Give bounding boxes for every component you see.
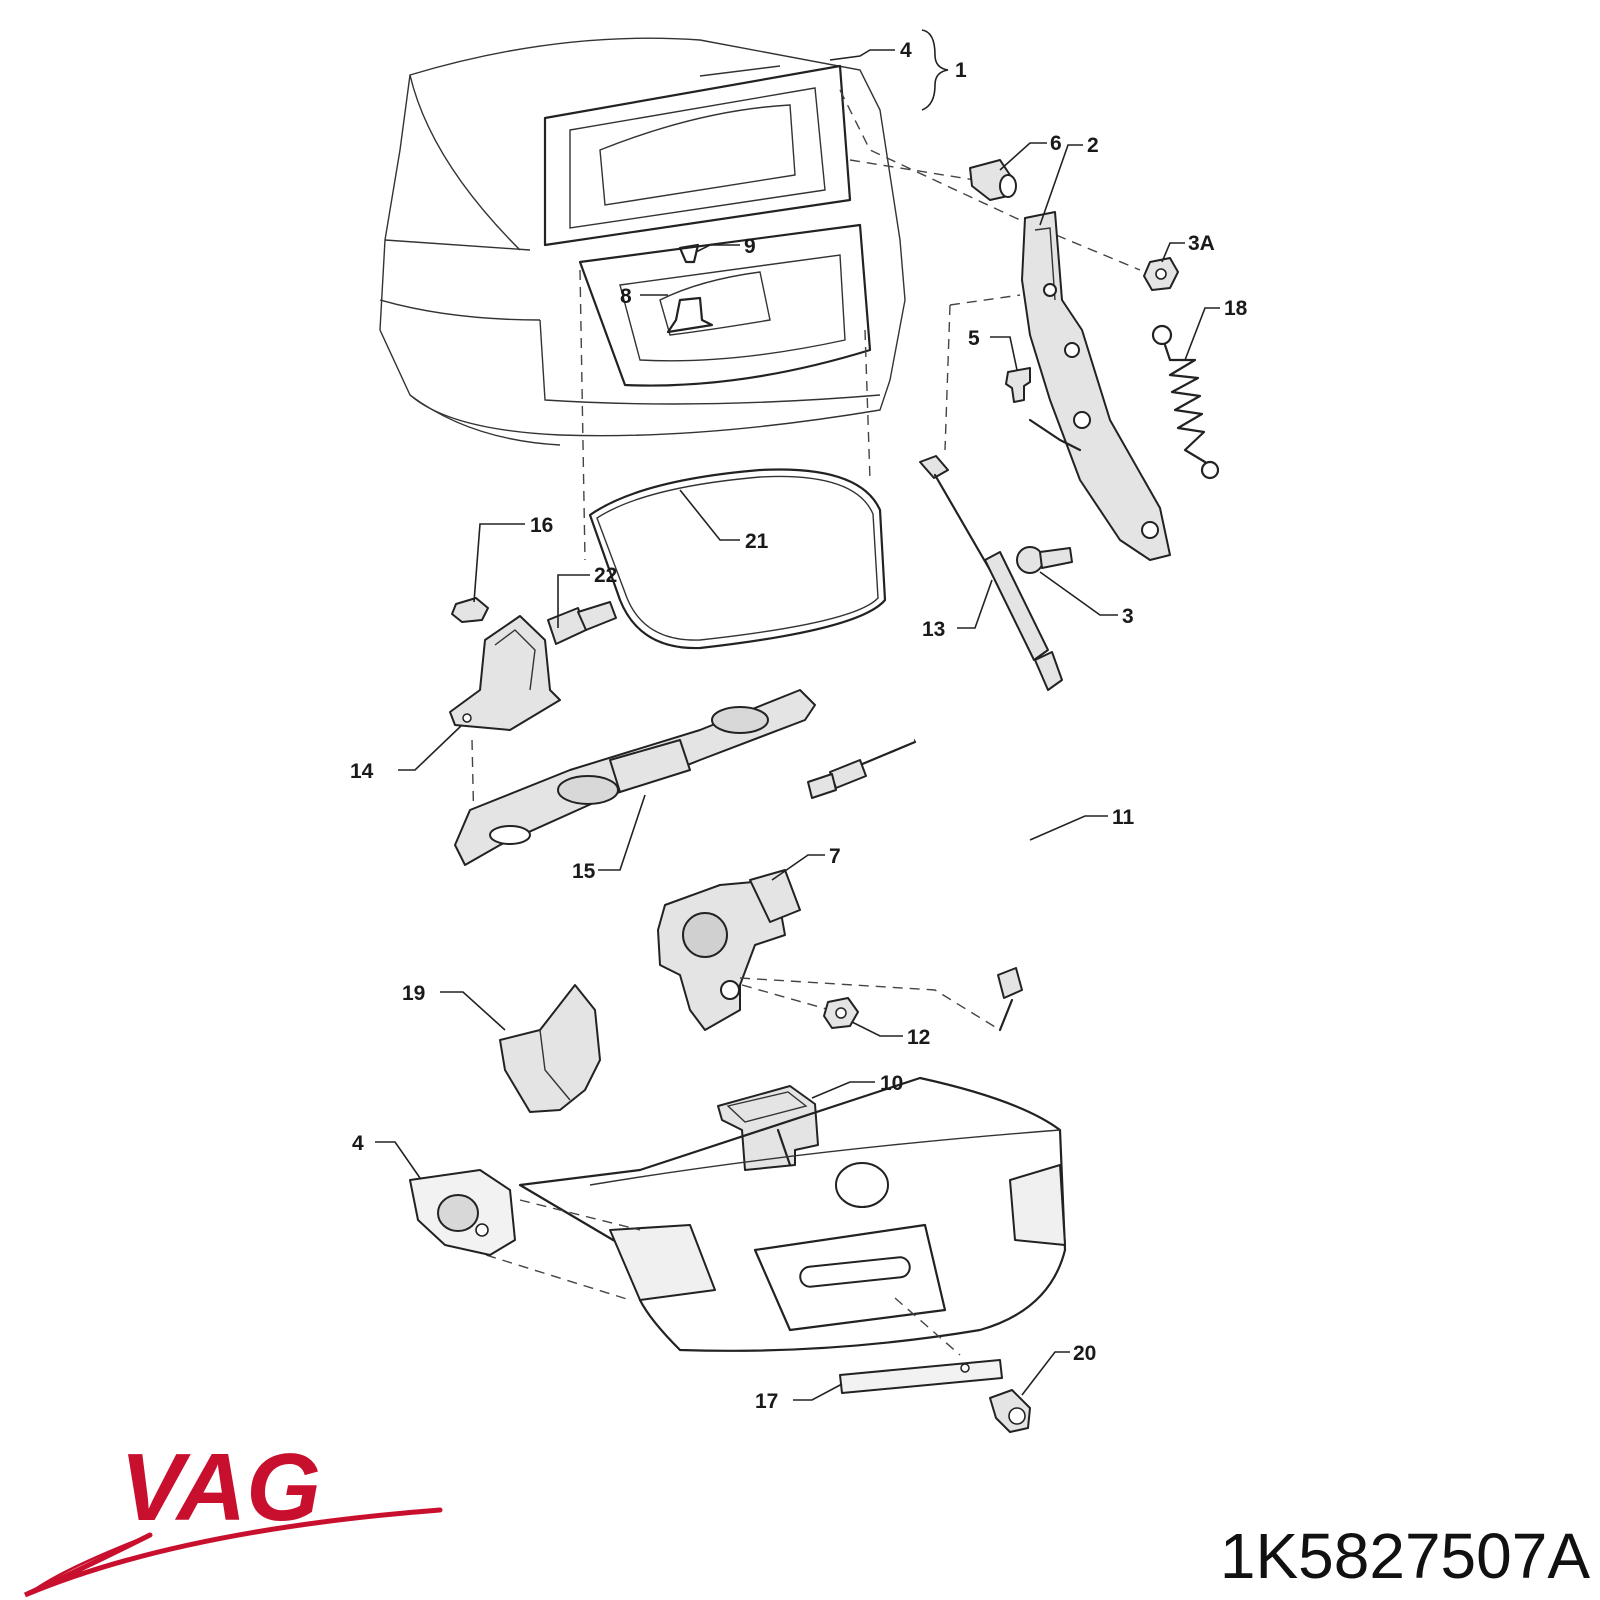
part-18-plug (989, 1389, 1031, 1433)
dashed-guide-plate (894, 1297, 961, 1356)
part-19-lock-cover (499, 984, 601, 1113)
part-11-release-cable (807, 722, 1027, 1032)
dashed-guide-lock-cable (739, 977, 1001, 1031)
dashed-guide-lock-nut (741, 984, 831, 1011)
part-9-screw (678, 243, 700, 264)
trunk-lid-open (543, 64, 852, 247)
callout-5: 5 (968, 327, 980, 350)
callout-3a: 3A (1188, 232, 1215, 255)
callout-21: 21 (745, 530, 769, 553)
vag-logo-text: VAG (120, 1434, 321, 1541)
vag-logo-swoosh (23, 1507, 443, 1598)
part-13-gas-strut (919, 455, 1063, 691)
trunk-opening (578, 223, 872, 387)
part-5-clip (1005, 367, 1031, 403)
part-3a-nut (1143, 257, 1179, 291)
trunk-lid-exterior (518, 1076, 1067, 1352)
part-6-buffer (969, 159, 1017, 201)
callout-16: 16 (530, 514, 553, 537)
callout-15: 15 (572, 860, 596, 883)
part-12-nut (823, 997, 859, 1029)
callout-3: 3 (1122, 605, 1134, 628)
callout-4-bottom: 4 (352, 1132, 364, 1155)
callout-6: 6 (1050, 132, 1062, 155)
dashed-guide-seal-right (864, 329, 871, 481)
callout-8: 8 (620, 285, 632, 308)
callout-13: 13 (922, 618, 945, 641)
callout-9: 9 (744, 235, 756, 258)
vag-logo: VAG (23, 1434, 443, 1598)
callout-11: 11 (1112, 806, 1135, 829)
callout-4-top: 4 (900, 39, 912, 62)
dashed-guide-seal-left (579, 269, 586, 561)
leader-lines (375, 29, 1220, 1401)
part-15-handle-bar (454, 689, 816, 866)
dashed-guide-taillight (469, 1199, 641, 1301)
callout-22: 22 (594, 564, 617, 587)
callout-1: 1 (955, 59, 967, 82)
part-14-latch-bracket (449, 615, 561, 731)
callout-18: 20 (1073, 1342, 1096, 1365)
part-8-trunk-handle (666, 296, 714, 334)
part-number: 1K5827507A (1220, 1520, 1590, 1592)
callout-labels: 4 1 2 6 3A 18 5 9 8 16 22 21 3 13 14 15 … (350, 39, 1248, 1413)
callout-14: 14 (350, 760, 374, 783)
callout-10: 10 (880, 1072, 903, 1095)
part-21-trunk-seal (588, 468, 887, 650)
callout-17: 17 (755, 1390, 778, 1413)
part-4-tail-light (409, 1169, 516, 1256)
callout-12: 12 (907, 1026, 930, 1049)
part-17-mounting-strip (839, 1359, 1003, 1394)
callout-19: 19 (402, 982, 425, 1005)
callout-2: 2 (1087, 134, 1099, 157)
part-20-spring (1151, 324, 1220, 480)
part-7-trunk-lock (657, 869, 801, 1031)
callout-7: 7 (829, 845, 841, 868)
dashed-guide-upper (849, 159, 976, 181)
callout-20: 18 (1224, 297, 1248, 320)
dashed-guide-hinge (839, 89, 1141, 271)
dashed-guide-strut (944, 294, 1021, 451)
vag-logo-swoosh-tail (29, 1533, 151, 1594)
part-16-nut (451, 597, 489, 623)
part-3-bolt (1016, 546, 1073, 574)
part-2-trunk-hinge (1021, 211, 1171, 561)
car-rear-body-outline (379, 37, 906, 446)
